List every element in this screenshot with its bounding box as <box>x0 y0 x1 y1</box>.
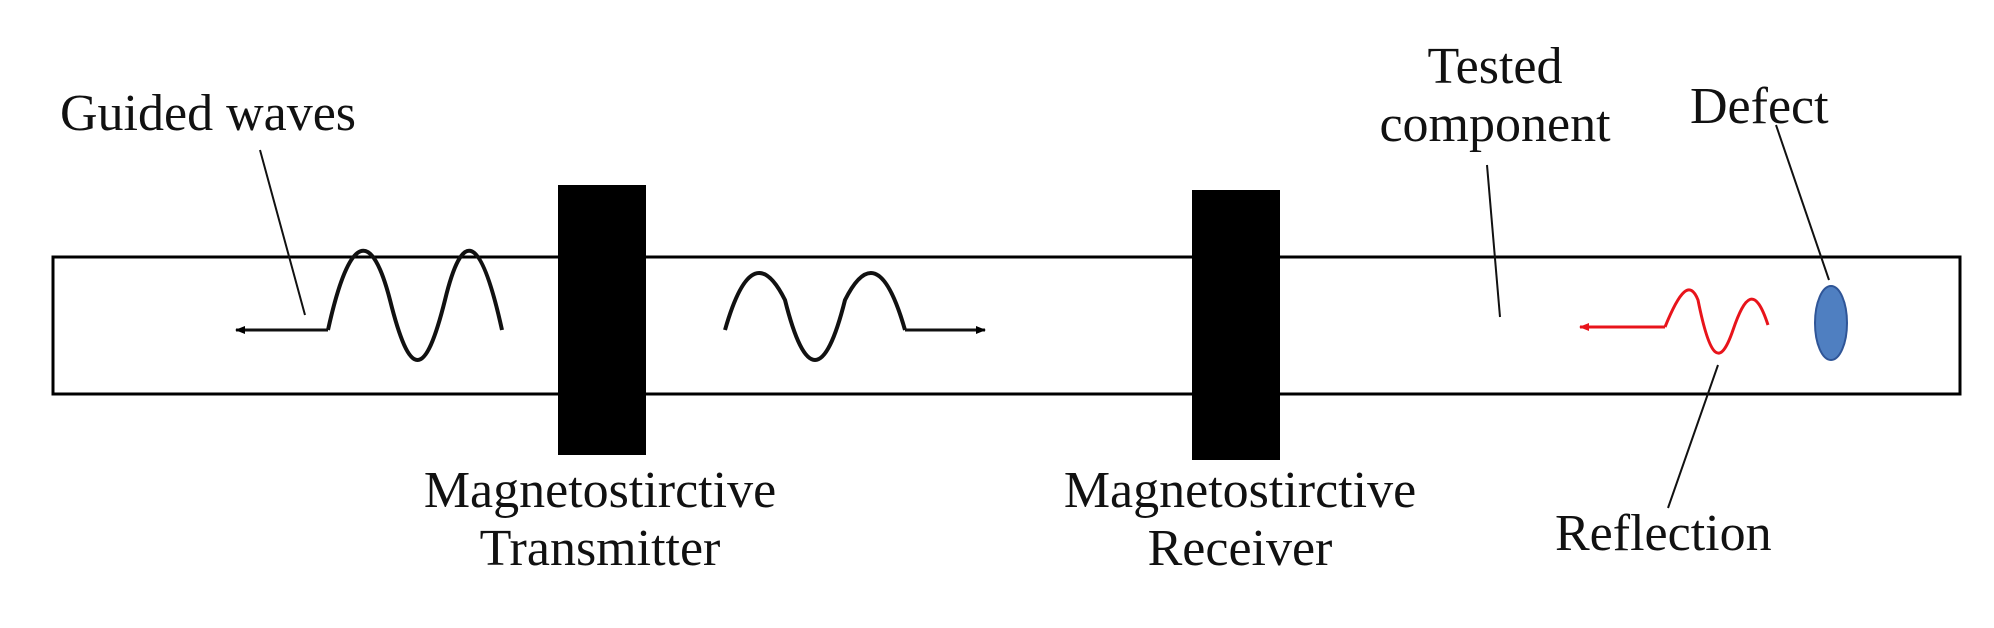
reflection-label: Reflection <box>1555 505 1772 562</box>
tested-component-label-line1: Tested <box>1427 38 1563 95</box>
tested-component-label-line2: component <box>1379 96 1611 153</box>
receiver-label-line1: Magnetostirctive <box>1063 462 1417 519</box>
receiver-label-line2: Receiver <box>1147 520 1333 577</box>
tested-component-bar <box>51 255 1962 396</box>
transmitter-label-line1: Magnetostirctive <box>423 462 777 519</box>
reflection-leader <box>1667 364 1719 509</box>
defect-leader <box>1775 124 1830 281</box>
tested-component-label: Tested component <box>1330 38 1660 154</box>
guided-wave-right-sine <box>723 271 907 362</box>
guided-wave-left-sine <box>326 248 504 362</box>
transmitter-label: Magnetostirctive Transmitter <box>360 462 840 578</box>
tested-component-leader <box>1486 164 1501 318</box>
reflection-wave-sine <box>1663 288 1770 355</box>
transmitter-block <box>558 185 646 455</box>
transmitter-label-line2: Transmitter <box>479 520 721 577</box>
defect-marker <box>1814 285 1848 361</box>
receiver-block <box>1192 190 1280 460</box>
defect-label: Defect <box>1690 78 1829 135</box>
guided-waves-leader <box>259 149 306 316</box>
receiver-label: Magnetostirctive Receiver <box>1000 462 1480 578</box>
guided-waves-label: Guided waves <box>60 85 357 142</box>
